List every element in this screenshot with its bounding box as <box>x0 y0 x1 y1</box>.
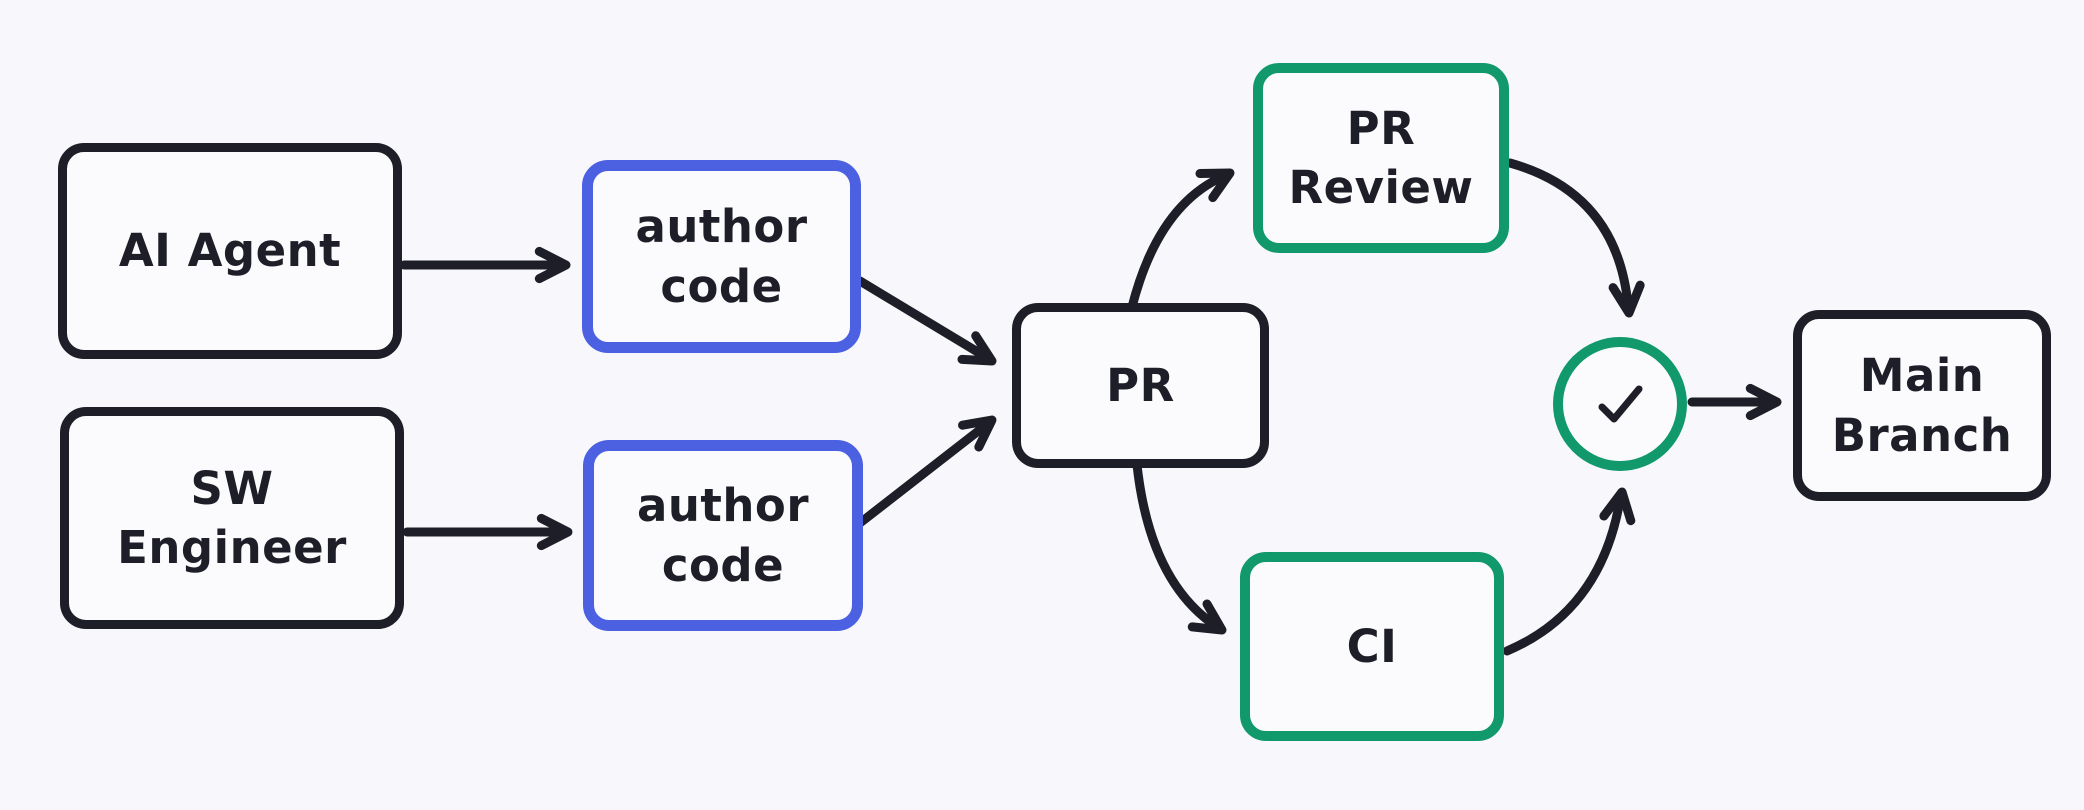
node-label-line: Branch <box>1831 408 2013 462</box>
arrow-ai-agent-to-author-code-top <box>399 246 571 284</box>
arrowhead <box>1599 487 1636 526</box>
node-label-line: code <box>661 538 785 592</box>
arrowhead <box>1195 168 1235 203</box>
arrow-sw-engineer-to-author-code-bottom <box>402 513 573 551</box>
node-label-line: code <box>660 259 783 313</box>
arrow-approval-check-to-main-branch <box>1687 383 1782 421</box>
arrow-shaft <box>1505 158 1633 310</box>
arrow-shaft <box>855 420 991 528</box>
arrow-pr-to-pr-review <box>1127 168 1235 312</box>
node-approval-check <box>1553 337 1687 471</box>
arrow-pr-to-ci <box>1132 460 1227 635</box>
arrow-ci-to-approval-check <box>1502 487 1636 656</box>
arrow-author-code-top-to-pr <box>855 276 997 366</box>
node-label-line: author <box>636 479 810 533</box>
node-sw-engineer: SW Engineer <box>60 407 404 629</box>
node-label-line: CI <box>1346 619 1398 673</box>
node-pr: PR <box>1012 303 1269 468</box>
arrowhead <box>536 513 573 551</box>
arrow-shaft <box>855 276 991 362</box>
node-label-line: SW <box>190 461 274 515</box>
check-icon <box>1598 385 1643 423</box>
arrow-shaft <box>1127 171 1229 312</box>
arrow-shaft <box>1502 495 1625 656</box>
arrowhead <box>1745 383 1782 421</box>
arrowhead <box>534 246 571 284</box>
arrowhead <box>1187 599 1227 635</box>
node-label-line: Main <box>1859 349 1985 403</box>
arrow-author-code-bottom-to-pr <box>855 415 997 528</box>
node-label-line: AI Agent <box>118 224 342 278</box>
node-pr-review: PR Review <box>1253 63 1509 253</box>
arrowhead <box>958 415 997 452</box>
node-label-line: PR <box>1106 358 1175 412</box>
node-label-line: author <box>635 200 808 254</box>
arrowhead <box>1608 280 1645 318</box>
node-ci: CI <box>1240 552 1504 741</box>
arrowhead <box>957 331 997 366</box>
node-label-line: PR <box>1346 101 1416 155</box>
node-label-line: Engineer <box>117 521 347 574</box>
arrow-shaft <box>1132 460 1221 631</box>
node-ai-agent: AI Agent <box>58 143 402 359</box>
arrow-pr-review-to-approval-check <box>1505 158 1645 318</box>
node-label-line: Review <box>1288 161 1474 214</box>
